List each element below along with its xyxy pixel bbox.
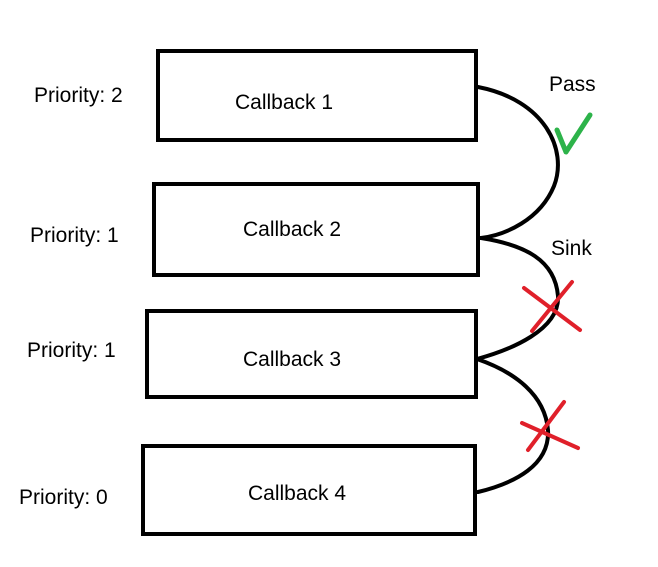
callback-box-4: Callback 4 [141, 444, 477, 536]
connector-callback-1-to-2 [476, 85, 560, 240]
callback-box-3: Callback 3 [145, 309, 478, 399]
callback-label: Callback 3 [243, 348, 342, 371]
checkmark-icon [554, 112, 593, 155]
connector-callback-3-to-4 [475, 357, 551, 494]
cross-icon [520, 400, 580, 452]
priority-label-callback-4: Priority: 0 [19, 486, 108, 509]
callback-box-1: Callback 1 [156, 49, 478, 142]
callback-box-2: Callback 2 [152, 182, 480, 277]
priority-label-callback-3: Priority: 1 [27, 339, 116, 362]
cross-icon [522, 280, 582, 333]
priority-label-callback-1: Priority: 2 [34, 84, 123, 107]
callback-label: Callback 4 [248, 482, 347, 505]
priority-label-callback-2: Priority: 1 [30, 224, 119, 247]
pass-label: Pass [549, 73, 596, 96]
sink-label: Sink [551, 237, 592, 260]
callback-label: Callback 2 [243, 218, 342, 241]
connector-callback-2-to-3 [475, 236, 561, 361]
callback-label: Callback 1 [235, 91, 334, 114]
